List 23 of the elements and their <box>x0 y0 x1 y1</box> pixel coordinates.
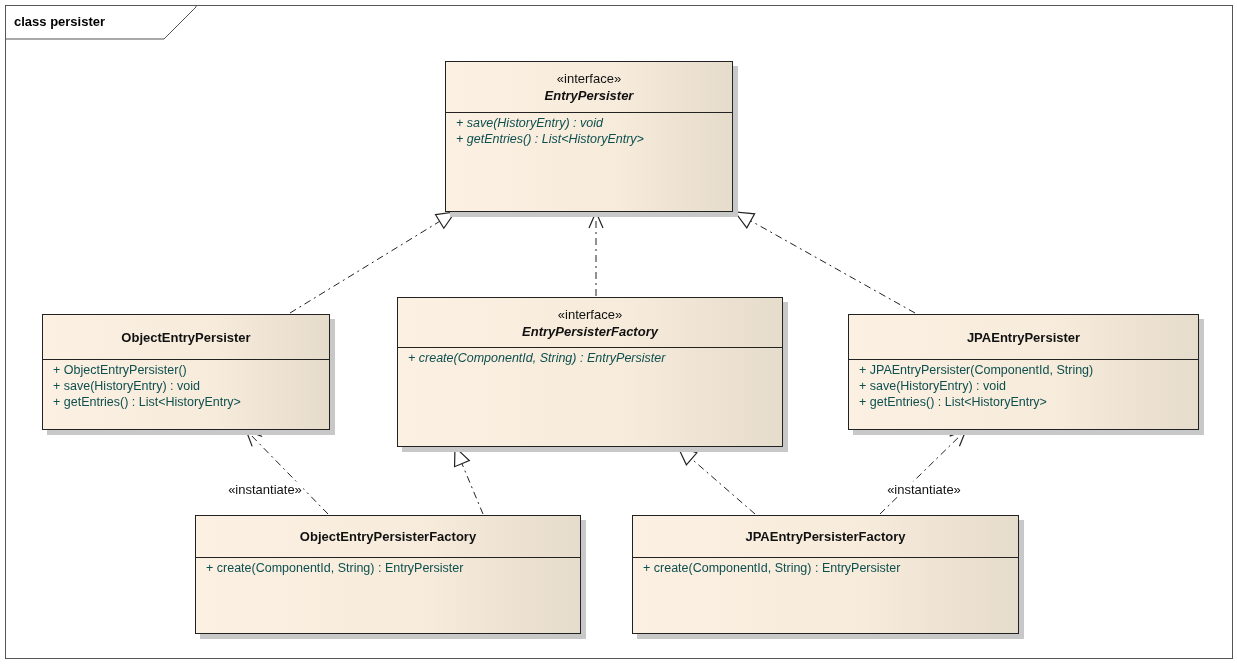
class-member: + getEntries() : List<HistoryEntry> <box>52 394 242 410</box>
stereotype: «interface» <box>556 305 624 323</box>
frame-title: class persister <box>14 14 106 29</box>
class-member: + getEntries() : List<HistoryEntry> <box>455 131 645 147</box>
class-member: + create(ComponentId, String) : EntryPersister <box>205 560 465 576</box>
diagram-frame <box>5 5 1233 659</box>
class-name: JPAEntryPersister <box>965 328 1082 346</box>
class-member: + save(HistoryEntry) : void <box>858 378 1007 394</box>
class-name: EntryPersister <box>543 87 635 104</box>
class-member: + save(HistoryEntry) : void <box>455 115 605 131</box>
class-name: EntryPersisterFactory <box>521 322 660 340</box>
class-member: + getEntries() : List<HistoryEntry> <box>858 394 1048 410</box>
edge-label: «instantiate» <box>886 481 962 497</box>
class-name: ObjectEntryPersisterFactory <box>298 528 478 545</box>
class-member: + JPAEntryPersister(ComponentId, String) <box>858 362 1095 378</box>
class-member: + save(HistoryEntry) : void <box>52 378 201 394</box>
class-member: + ObjectEntryPersister() <box>52 362 188 378</box>
class-member: + create(ComponentId, String) : EntryPersister <box>642 560 902 576</box>
edge-label: «instantiate» <box>227 481 303 497</box>
class-name: JPAEntryPersisterFactory <box>744 528 907 545</box>
class-name: ObjectEntryPersister <box>120 328 252 346</box>
class-member: + create(ComponentId, String) : EntryPersister <box>407 350 667 366</box>
stereotype: «interface» <box>555 70 623 87</box>
